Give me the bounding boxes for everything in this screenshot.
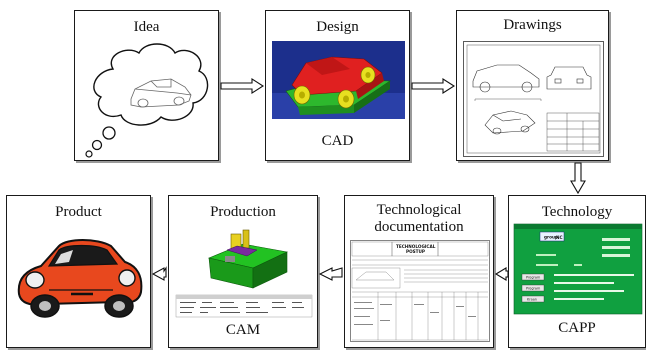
- doc-heading-2: POSTUP: [406, 249, 425, 254]
- design-title: Design: [316, 19, 359, 35]
- thought-bubble-icon: [85, 43, 209, 158]
- production-caption: CAM: [225, 322, 261, 338]
- product-box: Product: [6, 195, 151, 348]
- product-title: Product: [55, 204, 102, 220]
- technology-box: Technology group NC Program Program Kraa…: [508, 195, 646, 348]
- technology-title: Technology: [541, 204, 613, 220]
- tech-docs-title-line2: documentation: [374, 219, 464, 235]
- arrow-docs-to-production: [318, 267, 343, 281]
- sports-car-icon: [17, 239, 143, 318]
- idea-box: Idea: [74, 10, 219, 161]
- tech-docs-box: Technological documentation TECHNOLOGICA…: [344, 195, 494, 348]
- sketch-car-icon: [130, 78, 192, 108]
- nc-program-table: [175, 294, 313, 318]
- idea-title: Idea: [133, 19, 160, 35]
- drawings-title: Drawings: [503, 17, 562, 33]
- production-box: Production CAM: [168, 195, 318, 348]
- tech-docs-title-line1: Technological: [376, 202, 462, 218]
- arrow-technology-to-docs: [494, 267, 509, 281]
- doc-heading-1: TECHNOLOGICAL: [396, 244, 436, 249]
- arrow-idea-to-design: [220, 77, 265, 95]
- capp-program-button-2[interactable]: Program: [526, 287, 541, 291]
- technical-drawing-image: [463, 41, 604, 157]
- drawings-box: Drawings: [456, 10, 609, 161]
- design-caption: CAD: [321, 133, 354, 149]
- cam-part-model: [208, 229, 288, 289]
- capp-kraan-button[interactable]: Kraan: [527, 298, 537, 302]
- technology-caption: CAPP: [558, 320, 596, 336]
- arrow-drawings-to-technology: [570, 162, 586, 195]
- cad-model-image: [272, 41, 405, 119]
- capp-program-button-1[interactable]: Program: [526, 276, 541, 280]
- process-sheet-image: TECHNOLOGICAL POSTUP: [350, 240, 490, 342]
- arrow-production-to-product: [151, 266, 167, 281]
- design-box: Design CAD: [265, 10, 410, 161]
- production-title: Production: [210, 204, 276, 220]
- arrow-design-to-drawings: [411, 77, 456, 95]
- nc-logo-text: NC: [556, 235, 563, 240]
- svg-text:group: group: [544, 235, 558, 240]
- capp-software-screen: group NC Program Program Kraan: [513, 223, 643, 315]
